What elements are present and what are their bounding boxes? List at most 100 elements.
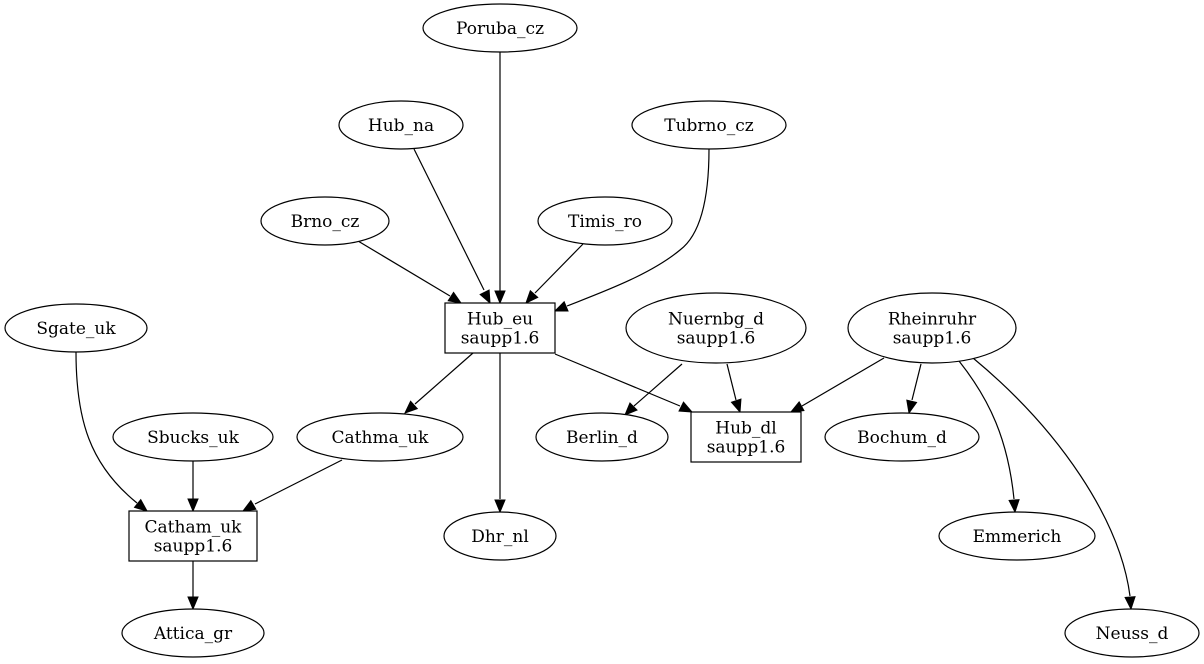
node-label: Berlin_d [566,428,638,448]
edge-line [726,363,737,401]
node-label: Catham_uk [145,518,243,538]
edge-line [75,351,138,504]
node-hub-na[interactable]: Hub_na [338,100,464,150]
arrowhead-icon [447,291,463,304]
arrowhead-icon [525,289,539,304]
edge-line [633,363,683,407]
arrowhead-icon [553,300,569,312]
node-ellipse [121,608,265,658]
edge-line [534,243,584,294]
arrowhead-icon [187,596,199,611]
node-label: Sgate_uk [36,319,116,339]
node-timis-ro[interactable]: Timis_ro [537,196,673,246]
node-ellipse [625,292,807,364]
node-ellipse [1064,608,1200,658]
edge-line [958,360,1015,500]
edge-line [801,357,885,407]
node-sbucks-uk[interactable]: Sbucks_uk [112,412,274,462]
edge-sbucks_uk-to-catham_uk [187,461,199,513]
arrowhead-icon [678,401,694,413]
edge-hub_eu-to-hub_dl [554,353,694,413]
node-label: Hub_na [368,116,434,136]
edge-catham_uk-to-attica_gr [187,561,199,611]
edge-cathma_uk-to-catham_uk [241,459,343,512]
node-label: Sbucks_uk [147,428,239,448]
edge-line [254,459,343,505]
arrowhead-icon [789,400,805,413]
edge-hub_eu-to-cathma_uk [404,352,474,414]
edge-line [566,148,710,307]
node-sublabel: saupp1.6 [154,537,233,557]
edge-line [413,148,485,291]
node-berlin-d[interactable]: Berlin_d [535,412,669,462]
edge-nuernbg_d-to-berlin_d [624,363,683,416]
edge-tubrno_cz-to-hub_eu [553,148,710,312]
node-label: Dhr_nl [471,527,529,547]
edge-rheinruhr-to-emmerich [958,360,1020,514]
node-sublabel: saupp1.6 [677,329,756,349]
node-label: Brno_cz [291,212,360,232]
node-label: Poruba_cz [456,19,544,39]
edge-line [972,357,1131,597]
node-bochum-d[interactable]: Bochum_d [824,412,980,462]
node-emmerich[interactable]: Emmerich [938,511,1096,561]
edge-rheinruhr-to-hub_dl [789,357,885,413]
node-neuss-d[interactable]: Neuss_d [1064,608,1200,658]
node-sublabel: saupp1.6 [893,329,972,349]
node-sublabel: saupp1.6 [707,438,786,458]
node-ellipse [938,511,1096,561]
node-ellipse [260,196,390,246]
node-ellipse [422,3,578,53]
edges-layer [75,52,1136,611]
node-poruba-cz[interactable]: Poruba_cz [422,3,578,53]
node-label: Rheinruhr [888,310,977,330]
edge-line [554,353,681,407]
node-ellipse [443,511,557,561]
arrowhead-icon [133,498,149,512]
node-label: Emmerich [973,527,1062,547]
edge-hub_eu-to-dhr_nl [494,353,506,514]
node-label: Tubrno_cz [664,116,754,136]
arrowhead-icon [730,398,742,414]
node-label: Nuernbg_d [668,310,764,330]
node-box [444,302,556,354]
edge-rheinruhr-to-neuss_d [972,357,1136,611]
node-label: Bochum_d [857,428,947,448]
node-ellipse [296,412,464,462]
edge-hub_na-to-hub_eu [413,148,491,305]
edge-rheinruhr-to-bochum_d [906,363,922,415]
node-sublabel: saupp1.6 [461,329,540,349]
node-box [128,510,258,562]
edge-nuernbg_d-to-hub_dl [726,363,742,414]
edge-line [911,363,922,401]
edge-timis_ro-to-hub_eu [525,243,584,304]
node-ellipse [112,412,274,462]
node-sgate-uk[interactable]: Sgate_uk [4,303,148,353]
node-ellipse [535,412,669,462]
node-label: Hub_dl [715,419,776,439]
node-label: Neuss_d [1096,624,1169,644]
node-tubrno-cz[interactable]: Tubrno_cz [631,100,787,150]
node-dhr-nl[interactable]: Dhr_nl [443,511,557,561]
node-ellipse [847,292,1017,364]
arrowhead-icon [479,289,491,305]
edge-poruba_cz-to-hub_eu [494,52,506,305]
edge-line [357,240,451,297]
node-cathma-uk[interactable]: Cathma_uk [296,412,464,462]
node-ellipse [537,196,673,246]
node-brno-cz[interactable]: Brno_cz [260,196,390,246]
edge-sgate_uk-to-catham_uk [75,351,149,512]
node-attica-gr[interactable]: Attica_gr [121,608,265,658]
arrowhead-icon [1008,499,1020,514]
arrowhead-icon [494,499,506,514]
node-label: Cathma_uk [332,428,430,448]
edge-line [414,352,474,405]
node-ellipse [824,412,980,462]
